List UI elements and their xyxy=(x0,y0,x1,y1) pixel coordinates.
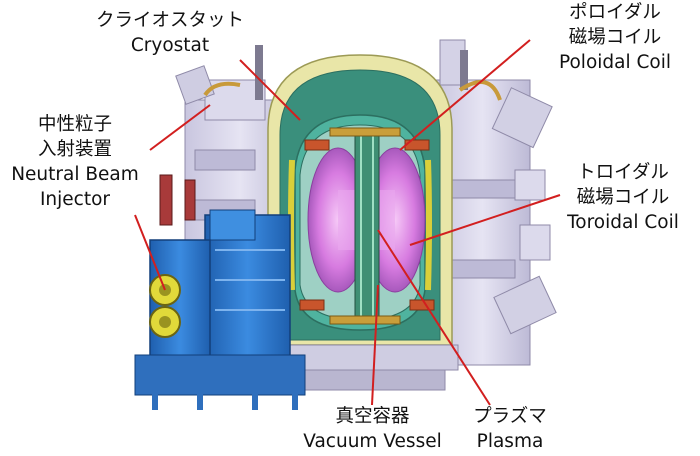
label-poloidal-coil-en: Poloidal Coil xyxy=(558,52,672,73)
label-poloidal-coil: ポロイダル 磁場コイル Poloidal Coil xyxy=(540,0,690,75)
label-poloidal-coil-jp1: ポロイダル xyxy=(569,2,661,23)
label-cryostat-en: Cryostat xyxy=(130,35,210,56)
leader-cryostat xyxy=(239,59,301,121)
leader-nbi-top xyxy=(149,104,211,151)
label-vacuum-vessel: 真空容器 Vacuum Vessel xyxy=(285,404,460,454)
central-solenoid xyxy=(354,129,380,321)
label-vacuum-vessel-jp: 真空容器 xyxy=(335,406,410,427)
label-nbi: 中性粒子 入射装置 Neutral Beam Injector xyxy=(0,112,150,212)
label-plasma-jp: プラズマ xyxy=(473,406,547,427)
label-toroidal-coil-jp2: 磁場コイル xyxy=(576,187,670,208)
leader-vacuum-vessel xyxy=(371,284,379,406)
label-poloidal-coil-jp2: 磁場コイル xyxy=(568,27,662,48)
label-cryostat-jp: クライオスタット xyxy=(95,10,244,31)
leader-poloidal-coil xyxy=(399,39,531,151)
label-toroidal-coil-en: Toroidal Coil xyxy=(567,212,679,233)
poloidal-coils xyxy=(299,127,435,325)
label-nbi-en1: Neutral Beam xyxy=(11,164,139,185)
leader-nbi xyxy=(134,214,166,291)
label-cryostat: クライオスタット Cryostat xyxy=(70,8,270,58)
leader-plasma xyxy=(377,229,491,406)
label-toroidal-coil: トロイダル 磁場コイル Toroidal Coil xyxy=(548,160,698,235)
label-nbi-jp2: 入射装置 xyxy=(37,139,112,160)
label-nbi-en2: Injector xyxy=(39,189,111,210)
label-toroidal-coil-jp1: トロイダル xyxy=(577,162,669,183)
label-nbi-jp1: 中性粒子 xyxy=(37,114,112,135)
label-plasma: プラズマ Plasma xyxy=(455,404,565,454)
leader-lines xyxy=(134,39,561,406)
toroidal-coils xyxy=(288,159,432,291)
label-vacuum-vessel-en: Vacuum Vessel xyxy=(303,431,442,452)
label-plasma-en: Plasma xyxy=(476,431,544,452)
leader-toroidal-coil xyxy=(409,194,561,246)
